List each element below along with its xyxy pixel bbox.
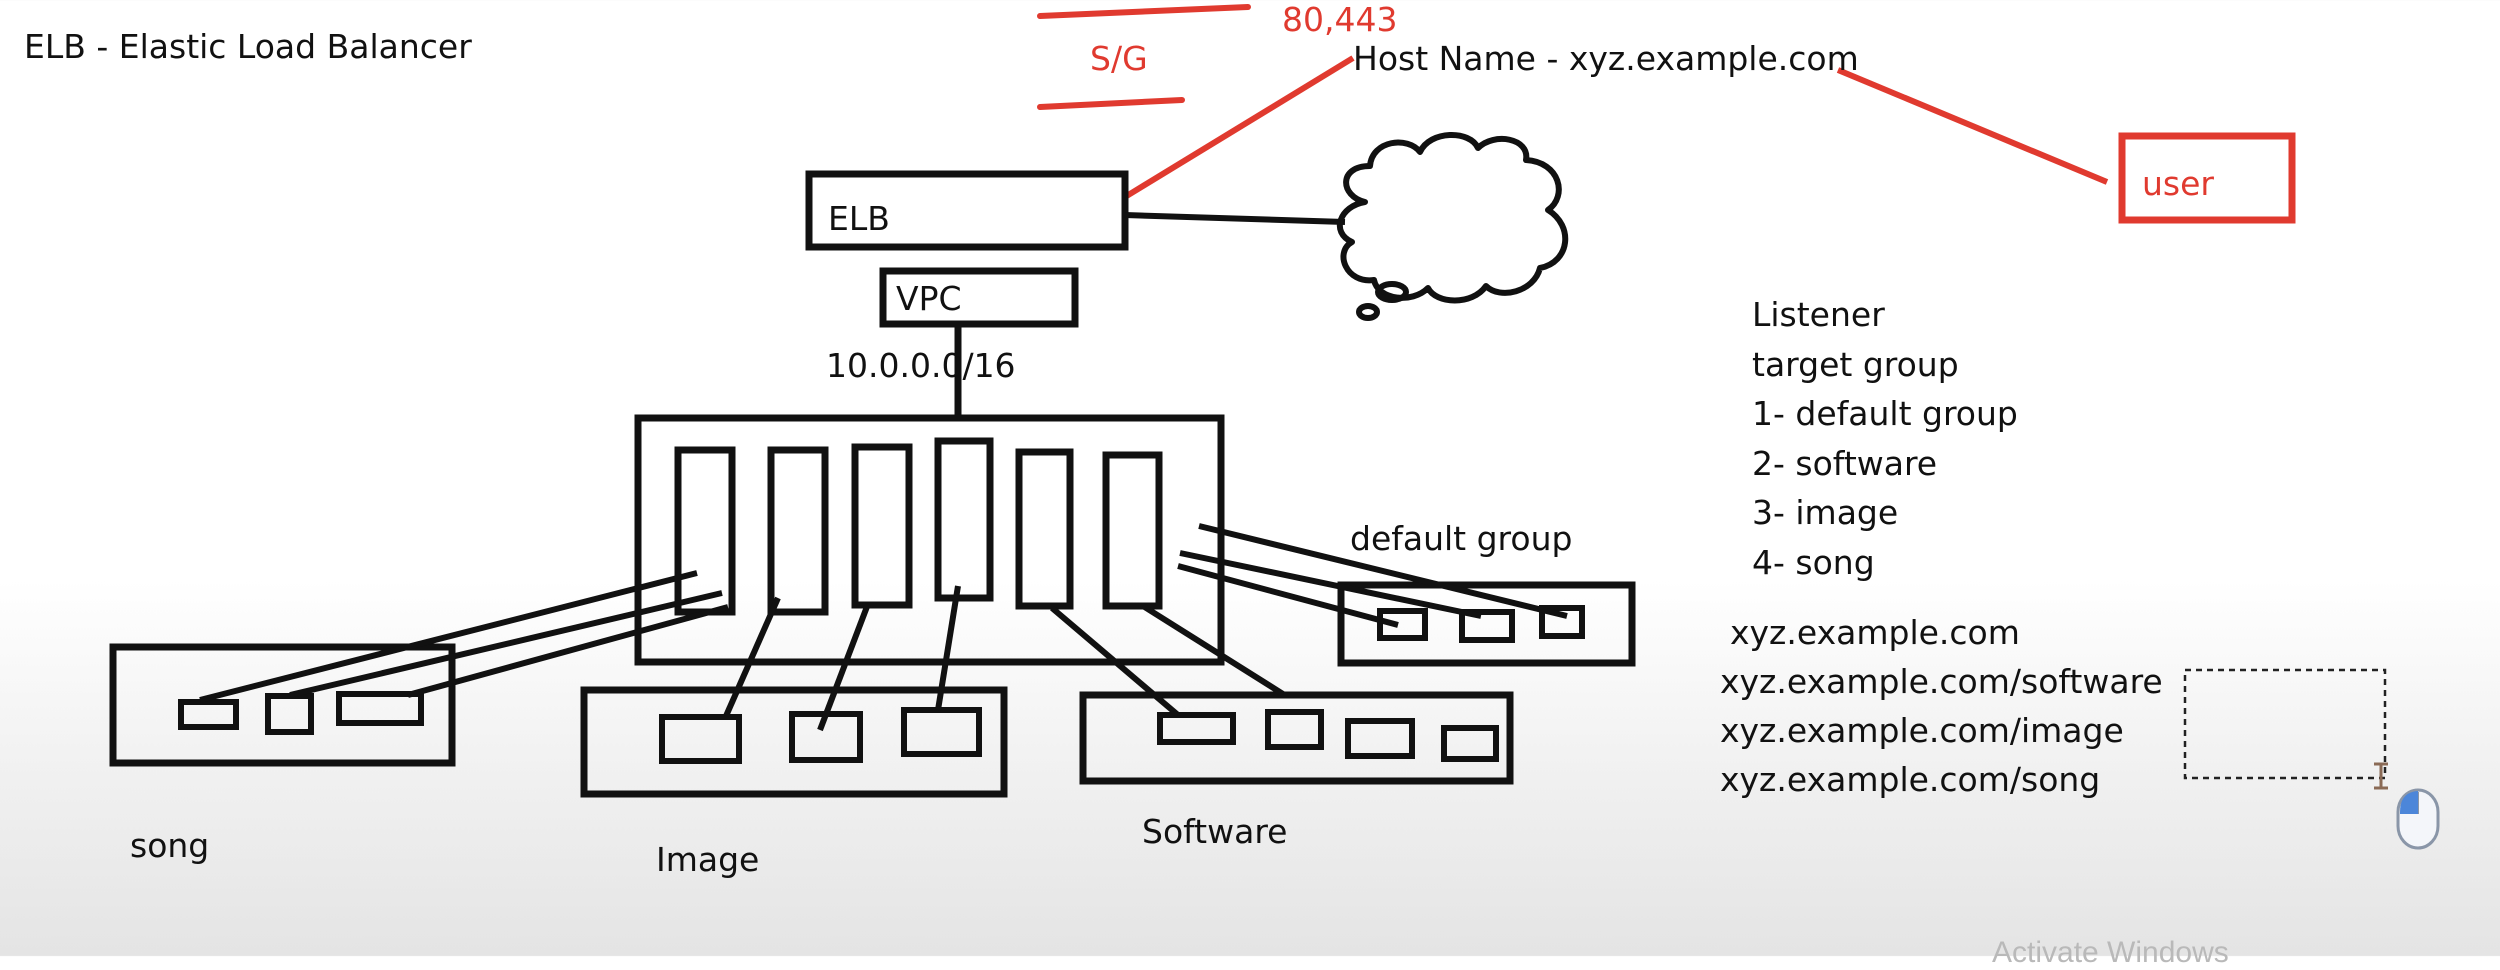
song-instance-1 — [178, 699, 239, 730]
default-link-3 — [1177, 563, 1399, 628]
image-group-label: Image — [656, 840, 760, 879]
sg-ports-label: 80,443 — [1282, 0, 1398, 39]
listener-item: 3- image — [1752, 493, 1899, 532]
url-item: xyz.example.com/song — [1720, 760, 2101, 799]
song-instance-3 — [336, 691, 424, 726]
page-title: ELB - Elastic Load Balancer — [24, 27, 472, 66]
song-link-1 — [199, 570, 698, 703]
cloud-icon — [1337, 132, 1569, 321]
default-instance-3 — [1539, 605, 1585, 639]
url-list: xyz.example.com xyz.example.com/software… — [1720, 608, 2163, 804]
instance-bar-1 — [674, 446, 736, 616]
default-group-box — [1337, 581, 1636, 667]
default-link-2 — [1179, 550, 1482, 619]
song-instance-2 — [265, 693, 314, 735]
software-link-2 — [1141, 603, 1285, 697]
software-group-box — [1079, 691, 1514, 785]
song-link-3 — [407, 604, 729, 698]
url-item: xyz.example.com — [1730, 613, 2020, 652]
listener-item: 1- default group — [1752, 394, 2018, 433]
image-instance-1 — [659, 714, 742, 764]
cidr-label: 10.0.0.0/16 — [826, 346, 1016, 385]
default-instance-2 — [1459, 609, 1515, 643]
software-link-1 — [1050, 605, 1180, 718]
mouse-icon — [2396, 788, 2440, 850]
vpc-label: VPC — [896, 279, 962, 318]
instance-bar-5 — [1015, 448, 1074, 610]
software-instance-4 — [1441, 725, 1499, 762]
instance-bar-3 — [851, 443, 913, 609]
url-item: xyz.example.com/software — [1720, 662, 2163, 701]
software-instance-3 — [1345, 718, 1415, 759]
elb-box — [805, 170, 1129, 251]
software-instance-2 — [1265, 709, 1324, 750]
instance-bar-2 — [767, 446, 829, 616]
host-name-label: Host Name - xyz.example.com — [1353, 39, 1859, 78]
sg-mark-bottom — [1037, 97, 1185, 110]
listener-item: target group — [1752, 344, 1959, 384]
song-link-2 — [289, 590, 723, 698]
elb-host-connector — [1123, 55, 1355, 200]
host-user-connector — [1836, 67, 2109, 185]
song-group-label: song — [130, 826, 210, 865]
url-item: xyz.example.com/image — [1720, 711, 2124, 750]
vpc-box — [879, 267, 1079, 328]
default-link-1 — [1198, 523, 1568, 619]
software-group-label: Software — [1142, 812, 1288, 851]
default-group-label: default group — [1350, 519, 1573, 558]
song-group-box — [109, 643, 456, 767]
text-cursor-icon — [2374, 762, 2388, 790]
image-link-3 — [935, 585, 961, 711]
software-instance-1 — [1157, 712, 1236, 745]
instance-bar-4 — [934, 437, 994, 602]
activation-watermark: Activate Windows — [1992, 936, 2229, 969]
image-link-1 — [723, 596, 781, 718]
sg-label: S/G — [1090, 39, 1148, 78]
default-instance-1 — [1377, 608, 1428, 641]
image-group-box — [580, 686, 1008, 798]
subnet-container — [634, 414, 1225, 666]
elb-label: ELB — [828, 199, 890, 238]
listener-item: 4- song — [1752, 542, 1875, 582]
listener-list: Listener target group 1- default group 2… — [1752, 290, 2018, 587]
image-instance-3 — [901, 707, 982, 757]
image-link-2 — [817, 602, 871, 732]
sg-mark-top — [1037, 4, 1251, 19]
instance-bar-6 — [1102, 451, 1163, 610]
selection-rectangle — [2183, 668, 2387, 780]
user-box — [2118, 132, 2296, 224]
listener-item: 2- software — [1752, 443, 1938, 483]
user-label: user — [2142, 164, 2214, 203]
elb-cloud-connector — [1124, 212, 1346, 225]
listener-item: Listener — [1752, 295, 1885, 334]
